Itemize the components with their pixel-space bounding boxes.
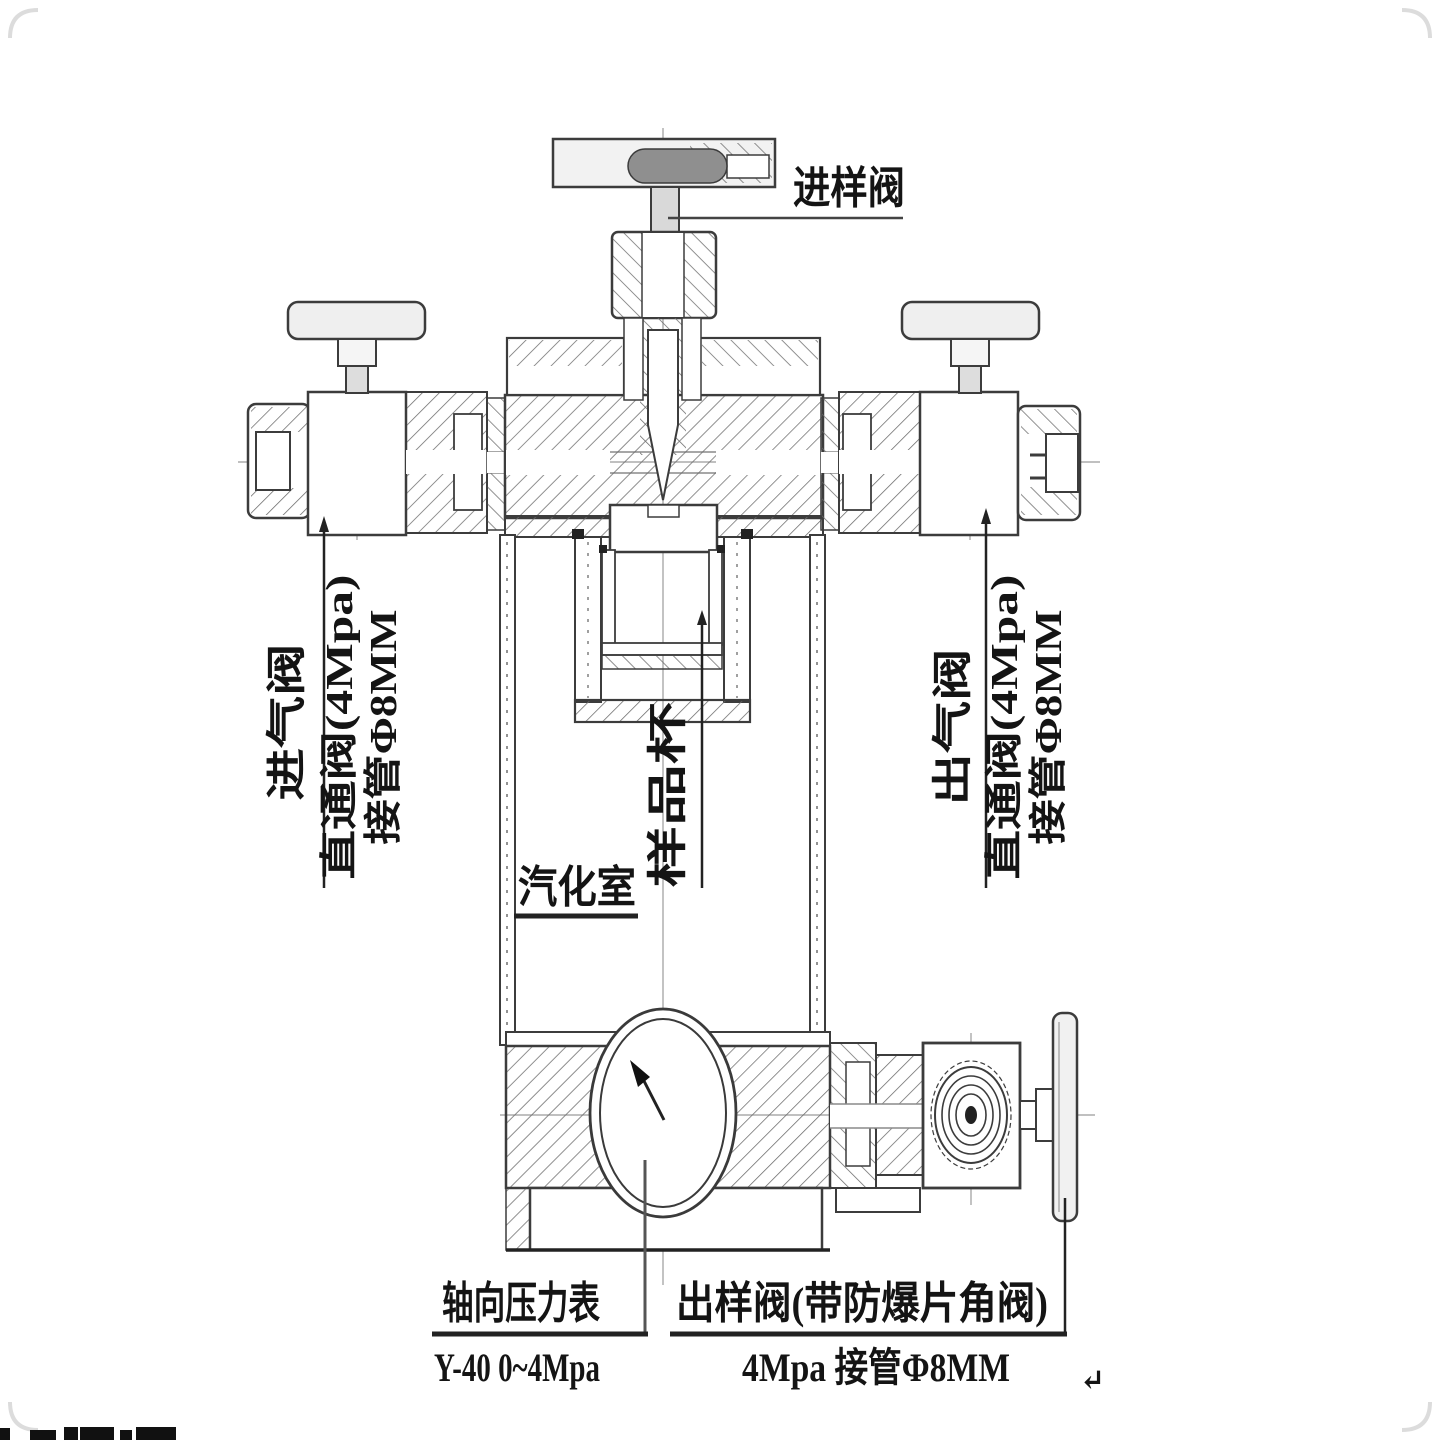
gauge-label-title: 轴向压力表 [442, 1279, 600, 1328]
left-pipe-cap [246, 402, 312, 520]
vaporizing-chamber-walls [499, 534, 826, 1046]
inlet-valve-handle[interactable] [286, 300, 427, 394]
inlet-label-line3: 接管Φ8MM [363, 610, 405, 845]
inlet-label-line1: 进气阀 [264, 644, 309, 801]
sample-cup [572, 503, 753, 724]
right-pipe-cap [1016, 404, 1082, 522]
outlet-valve-label-title: 出样阀(带防爆片角阀) [676, 1279, 1048, 1328]
inlet-label-line2: 直通阀(4Mpa) [319, 575, 361, 880]
sample-cup-label: 样品杯 [645, 703, 690, 888]
page-corner-frame [8, 8, 1432, 1432]
sampling-valve-bonnet [610, 230, 718, 320]
outlet-valve-label-spec: 4Mpa 接管Φ8MM [742, 1345, 1010, 1390]
pressure-gauge [588, 1007, 738, 1219]
sampling-valve-tee-handle[interactable] [551, 137, 777, 189]
outlet-label-line1: 出气阀 [930, 649, 975, 806]
sample-outlet-valve [829, 1011, 1079, 1333]
sampling-valve-label: 进样阀 [793, 164, 905, 213]
top-sampling-valve [551, 137, 903, 501]
inlet-label-group: 进气阀 直通阀(4Mpa) 接管Φ8MM [264, 516, 405, 888]
inlet-valve-body [306, 390, 408, 537]
manifold-assembly [246, 300, 1082, 538]
angle-valve-handwheel[interactable] [1051, 1011, 1079, 1223]
gauge-needle [642, 1080, 666, 1121]
outlet-leader-arrowhead [981, 508, 991, 524]
left-gland-nut [405, 391, 506, 534]
outlet-label-group: 出气阀 直通阀(4Mpa) 接管Φ8MM [930, 508, 1070, 888]
sampling-valve-stem [650, 186, 680, 233]
outlet-label-line3: 接管Φ8MM [1028, 610, 1070, 845]
vaporizing-chamber-label: 汽化室 [518, 862, 636, 912]
return-mark: ↵ [1080, 1364, 1105, 1397]
gauge-needle-arrowhead [630, 1060, 650, 1087]
sampling-valve-needle [623, 317, 702, 501]
cutoff-text-fragment [0, 1427, 176, 1440]
gauge-label-spec: Y-40 0~4Mpa [434, 1345, 600, 1390]
outlet-valve-body [918, 390, 1020, 537]
angle-valve-knob-rings [930, 1060, 1012, 1170]
inlet-leader-arrowhead [319, 516, 329, 532]
sample-cup-leader [697, 610, 707, 888]
right-gland-nut [820, 391, 921, 534]
outlet-valve-handle[interactable] [900, 300, 1041, 394]
outlet-label-line2: 直通阀(4Mpa) [984, 575, 1026, 880]
